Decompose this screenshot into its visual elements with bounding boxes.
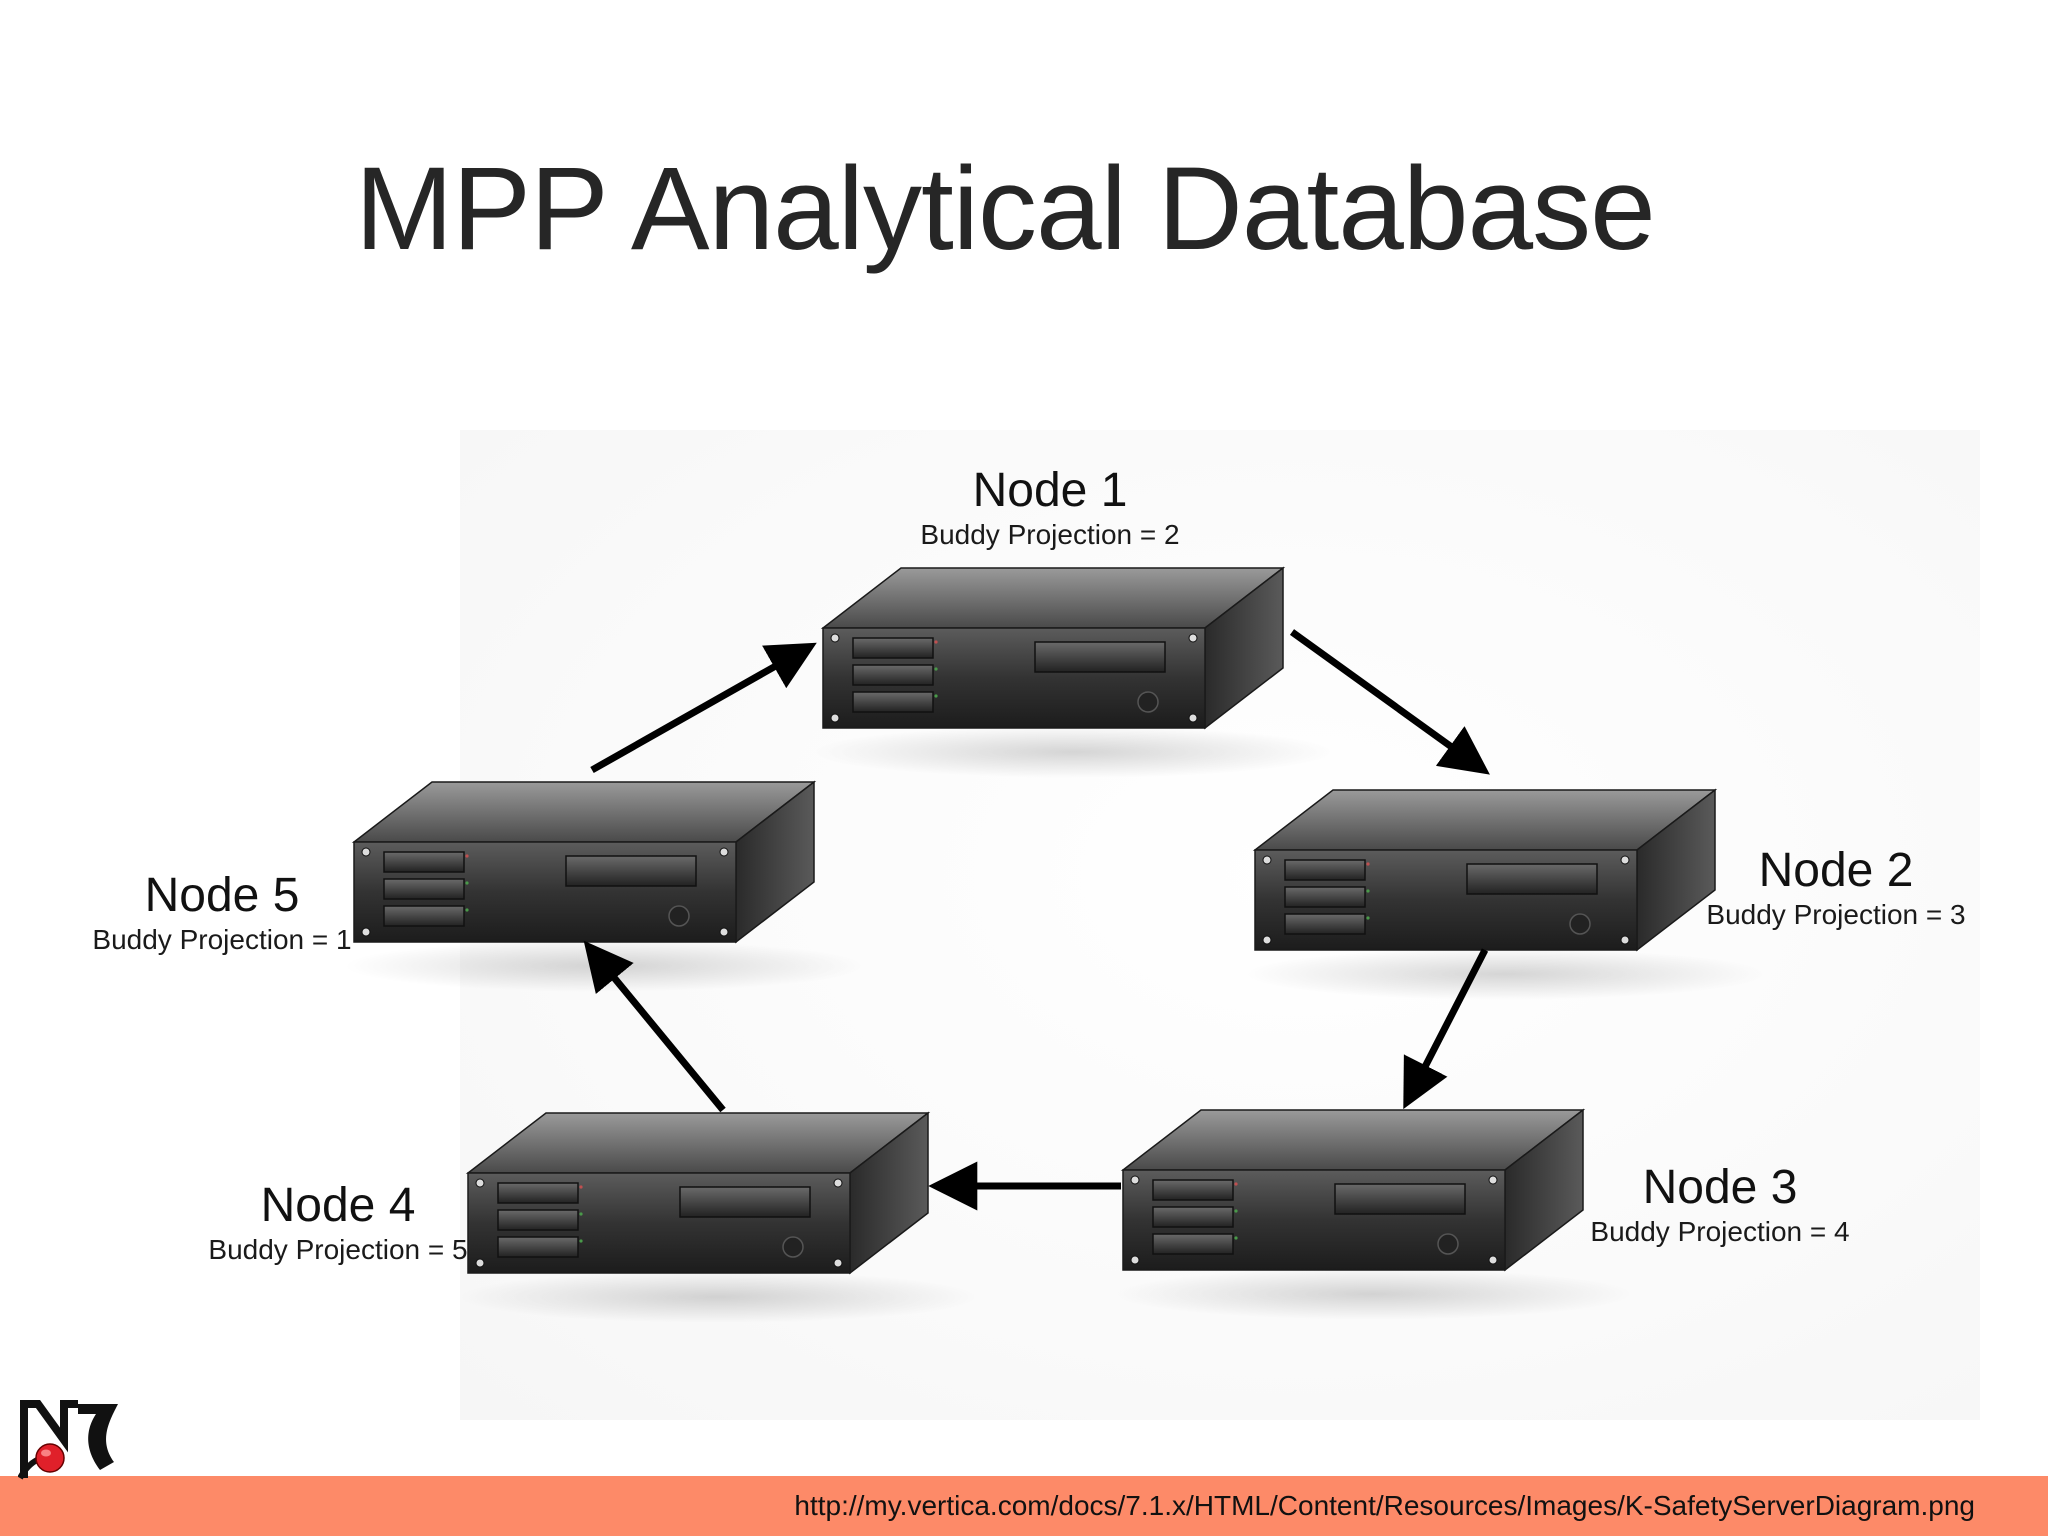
node-name: Node 2 [1758, 844, 1914, 897]
node-name: Node 3 [1642, 1161, 1798, 1214]
node-5-label: Node 5 Buddy Projection = 1 [52, 868, 392, 957]
node-1-label: Node 1 Buddy Projection = 2 [900, 463, 1200, 552]
slide-title: MPP Analytical Database [355, 143, 1656, 275]
arrow-node5-to-node1 [590, 642, 817, 774]
buddy-projection: Buddy Projection = 3 [1706, 899, 1966, 931]
arrow-node2-to-node3 [1403, 948, 1489, 1110]
node-name: Node 5 [144, 869, 300, 922]
server-node-1-icon [812, 567, 1334, 779]
node-4-label: Node 4 Buddy Projection = 5 [168, 1178, 508, 1267]
node-name: Node 1 [972, 464, 1128, 517]
server-node-3-icon [1112, 1109, 1634, 1321]
buddy-projection: Buddy Projection = 4 [1590, 1216, 1850, 1248]
buddy-projection: Buddy Projection = 2 [920, 519, 1180, 551]
arrow-node1-to-node2 [1289, 629, 1490, 775]
organization-logo-icon [18, 1400, 118, 1480]
node-2-label: Node 2 Buddy Projection = 3 [1686, 843, 1986, 932]
source-url-link[interactable]: http://my.vertica.com/docs/7.1.x/HTML/Co… [794, 1490, 1975, 1521]
buddy-projection: Buddy Projection = 5 [208, 1234, 468, 1266]
node-name: Node 4 [260, 1179, 416, 1232]
node-3-label: Node 3 Buddy Projection = 4 [1570, 1160, 1870, 1249]
arrow-node4-to-node5 [583, 940, 726, 1113]
server-node-4-icon [457, 1112, 979, 1324]
footer-bar [0, 1476, 2048, 1536]
buddy-projection: Buddy Projection = 1 [92, 924, 352, 956]
